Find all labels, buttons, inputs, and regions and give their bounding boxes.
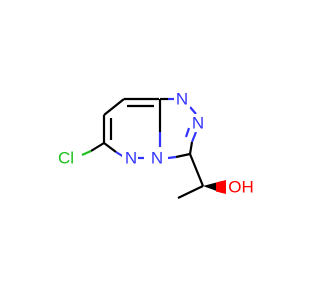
bond-c3-cchiral — [188, 153, 205, 187]
bond-c3-n4-n — [167, 155, 177, 160]
atom-oh: OH — [228, 178, 254, 197]
bond-c6-n5 — [103, 142, 117, 153]
bond-n2-c3-inner — [184, 127, 191, 138]
bond-n2-c3 — [190, 131, 198, 143]
atom-labels: N N N N Cl OH — [52, 90, 254, 197]
bond-c8-c7 — [103, 98, 125, 116]
wedge-bond-cchiral-oh-red — [216, 180, 226, 194]
bond-c6-cl-cl — [81, 149, 92, 157]
atom-n1: N — [176, 90, 188, 109]
bond-cchiral-methyl — [177, 185, 204, 199]
atom-n5: N — [125, 149, 137, 168]
bond-c6-cl — [90, 142, 105, 152]
bond-n1-n2 — [189, 106, 197, 115]
substituent-bonds — [81, 142, 226, 199]
bond-c3-n4 — [175, 152, 191, 159]
atom-cl: Cl — [58, 149, 74, 168]
atom-n4: N — [151, 149, 163, 168]
atom-n2: N — [192, 114, 204, 133]
molecule-structure: N N N N Cl OH — [52, 89, 254, 199]
triazole-ring-bonds — [160, 97, 198, 160]
bond-n2-c3-c — [188, 141, 194, 155]
pyridazine-ring-bonds — [102, 97, 162, 160]
